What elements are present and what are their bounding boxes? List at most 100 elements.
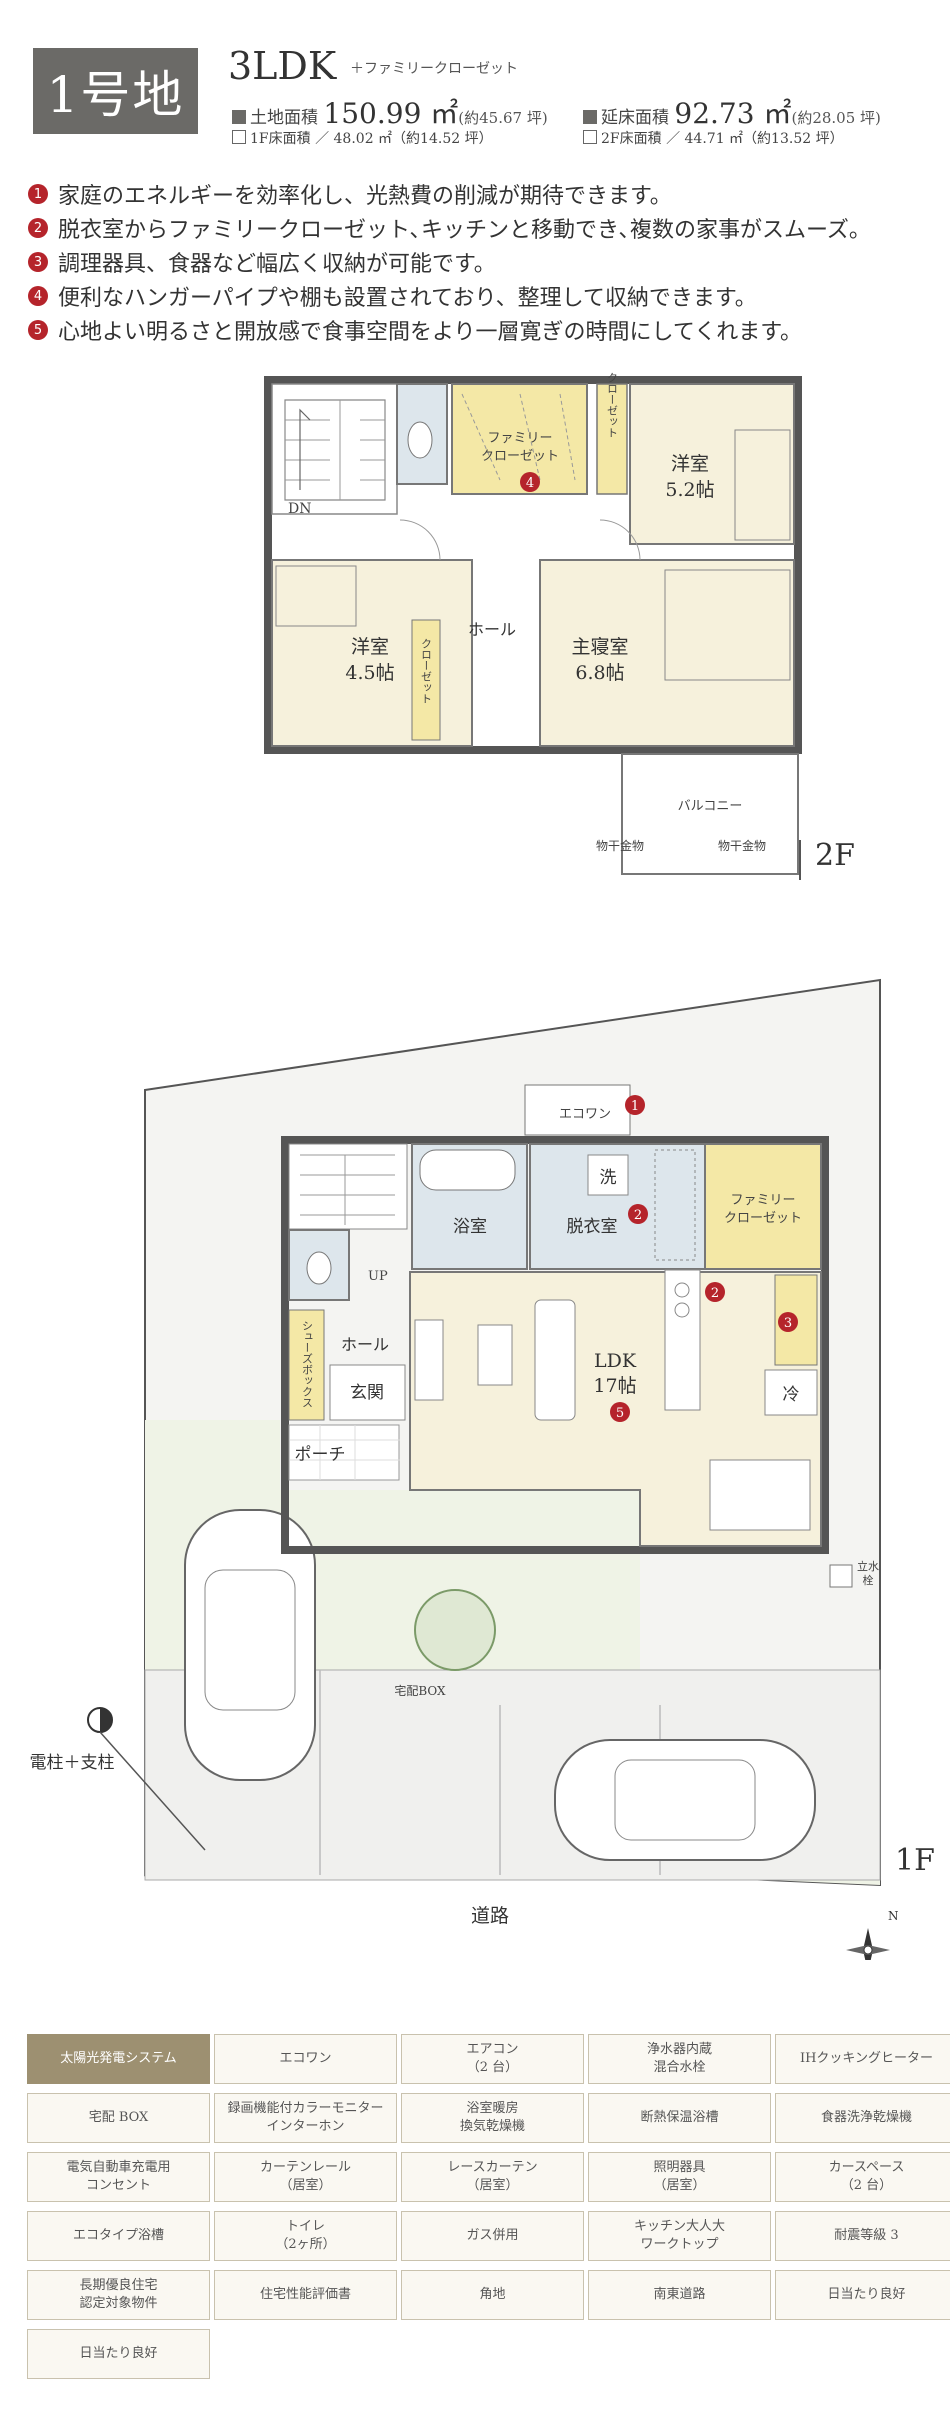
table-icon [477,1324,513,1386]
amenity-tag: 日当たり良好 [775,2270,950,2320]
svg-text:洗: 洗 [600,1168,617,1188]
marker-icon [705,1282,725,1302]
marker-icon: 5 [28,320,48,340]
road-label: 道路 [471,1905,509,1927]
toilet-icon [306,1251,332,1285]
floor2-area: 2F床面積 ／ 44.71 ㎡（約13.52 坪） [583,128,844,148]
marker-icon [628,1204,648,1224]
staircase [288,1143,408,1230]
amenity-tag: 断熱保温浴槽 [588,2093,771,2143]
marker-icon [778,1312,798,1332]
svg-text:クローゼット: クローゼット [724,1211,802,1226]
porch-label: ポーチ [295,1445,346,1465]
balcony [621,753,799,875]
staircase [271,383,398,515]
bath-label: 浴室 [453,1217,487,1237]
entrance-label: 玄関 [350,1383,384,1403]
dryer-label: 物干金物 [596,838,644,853]
amenity-tag: エアコン （2 台） [401,2034,584,2084]
closet-label: クローゼット [606,372,619,438]
marker-icon [625,1095,645,1115]
car-icon [554,1739,816,1861]
amenity-tag: 角地 [401,2270,584,2320]
toilet-room [396,383,448,485]
total-floor-area: 延床面積 92.73 ㎡(約28.05 坪) [583,92,881,132]
amenity-tag: 宅配 BOX [27,2093,210,2143]
marker-icon: 4 [28,286,48,306]
amenity-tag: ガス併用 [401,2211,584,2261]
svg-text:6.8帖: 6.8帖 [575,662,624,684]
bed-icon [664,569,791,681]
toilet-icon [407,421,433,459]
shoes-box [288,1309,325,1421]
svg-text:2: 2 [711,1286,719,1301]
car-icon [184,1509,316,1781]
svg-text:洋室: 洋室 [671,453,709,475]
floor1-outer-wall [281,1136,829,1554]
amenity-tag: カーテンレール （居室） [214,2152,397,2202]
faucet-label: 立水 [857,1559,879,1573]
marker-icon [610,1402,630,1422]
amenity-tag: 南東道路 [588,2270,771,2320]
hall-2f-label: ホール [468,620,516,639]
floor2-outer-wall [264,376,802,754]
kitchen-counter [664,1269,701,1411]
amenity-tag: レースカーテン （居室） [401,2152,584,2202]
porch [288,1424,400,1481]
svg-text:主寝室: 主寝室 [571,636,628,658]
svg-text:1: 1 [631,1099,639,1114]
amenity-tag: カースペース （2 台） [775,2152,950,2202]
svg-text:4.5帖: 4.5帖 [345,662,394,684]
marker-icon: 3 [28,252,48,272]
marker-icon: 1 [28,184,48,204]
shoes-box-label: シューズボックス [301,1320,314,1408]
amenity-tag: 太陽光発電システム [27,2034,210,2084]
floor1-area: 1F床面積 ／ 48.02 ㎡（約14.52 坪） [232,128,493,148]
amenity-tag: 照明器具 （居室） [588,2152,771,2202]
balcony-label: バルコニー [678,799,743,814]
filled-square-icon [583,110,597,124]
sofa-icon [534,1299,576,1421]
tree-icon [414,1589,496,1671]
svg-text:冷: 冷 [783,1385,800,1405]
bed-icon [734,429,791,541]
amenity-tag: 録画機能付カラーモニター インターホン [214,2093,397,2143]
lot-badge: 1号地 [33,48,198,134]
entrance [329,1364,406,1421]
family-closet-2f [451,383,588,495]
svg-text:2: 2 [634,1208,642,1223]
marker-icon: 2 [28,218,48,238]
land-area: 土地面積 150.99 ㎡(約45.67 坪) [232,92,548,132]
svg-text:洋室: 洋室 [351,636,389,658]
floor2-label: 2F [815,838,855,873]
ldk-label: LDK [594,1350,637,1372]
bathtub-icon [419,1149,516,1191]
amenity-tag: トイレ （2ヶ所） [214,2211,397,2261]
marker-icon [520,472,540,492]
amenity-tag: キッチン大人大 ワークトップ [588,2211,771,2261]
master-bedroom [539,559,795,747]
dryer-label: 物干金物 [718,838,766,853]
svg-text:5.2帖: 5.2帖 [665,479,714,501]
closet-2f-b [411,619,441,741]
dining-table-icon [709,1459,811,1531]
fridge-icon [764,1369,818,1416]
compass-icon [846,1928,890,1960]
dressing-label: 脱衣室 [567,1217,618,1237]
stairs-dn-label: DN [288,501,311,517]
ecowan-label: エコワン [559,1107,611,1122]
faucet-icon [829,1564,853,1588]
plan-type: 3LDK [228,44,337,88]
amenity-tag: 電気自動車充電用 コンセント [27,2152,210,2202]
floor1-label: 1F [895,1843,935,1878]
empty-square-icon [232,130,246,144]
bed-icon [275,565,357,627]
faucet-label: 栓 [863,1573,874,1587]
tv-board-icon [414,1319,444,1401]
family-closet-label: ファミリー [487,431,552,446]
filled-square-icon [232,110,246,124]
